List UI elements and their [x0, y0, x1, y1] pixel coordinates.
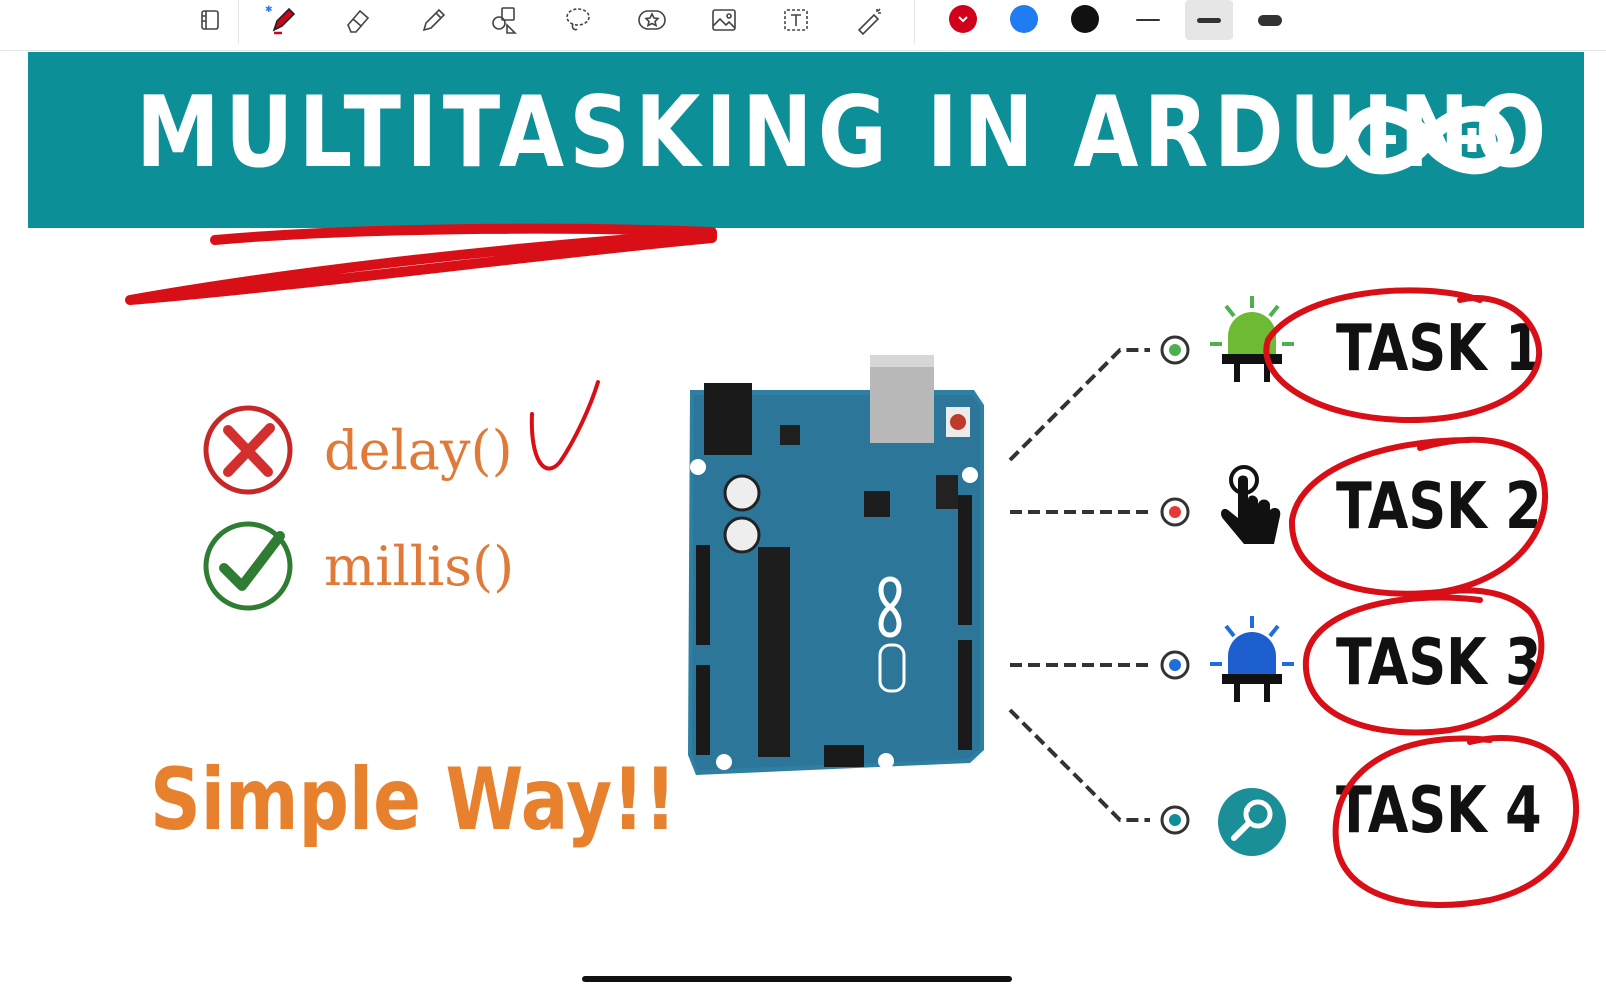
thickness-medium[interactable]: [1185, 0, 1233, 40]
thickness-thick[interactable]: [1246, 0, 1294, 40]
check-icon: [203, 521, 293, 611]
pen-icon[interactable]: ✱: [258, 0, 306, 40]
laser-pointer-icon[interactable]: [846, 0, 894, 40]
lasso-icon[interactable]: [554, 0, 602, 40]
slide-title: MULTITASKING IN ARDUINO: [136, 76, 1552, 190]
cross-icon: [203, 405, 293, 495]
title-banner: MULTITASKING IN ARDUINO: [28, 52, 1584, 228]
push-button-hand-icon: [1221, 465, 1281, 544]
eraser-icon[interactable]: [334, 0, 382, 40]
task-2-label: TASK 2: [1336, 470, 1542, 544]
text-icon[interactable]: [772, 0, 820, 40]
arduino-logo: [1341, 105, 1515, 175]
color-swatch-blue[interactable]: [1010, 5, 1038, 33]
sticker-icon[interactable]: [628, 0, 676, 40]
connector-lines: [1008, 335, 1190, 835]
color-swatch-red[interactable]: [944, 0, 982, 38]
home-indicator[interactable]: [582, 976, 1012, 982]
task-4-label: TASK 4: [1336, 774, 1542, 848]
sensor-icon: [1218, 788, 1286, 856]
simple-way-text: Simple Way!!: [150, 750, 677, 850]
image-icon[interactable]: [700, 0, 748, 40]
highlighter-icon[interactable]: [408, 0, 456, 40]
color-swatch-black[interactable]: [1071, 5, 1099, 33]
delay-row: delay(): [200, 402, 513, 498]
millis-label: millis(): [324, 534, 515, 598]
millis-row: millis(): [200, 518, 514, 614]
delay-label: delay(): [324, 418, 513, 482]
task-3-label: TASK 3: [1336, 626, 1542, 700]
pages-icon[interactable]: [186, 0, 234, 40]
blue-led-icon: [1210, 616, 1294, 702]
shapes-icon[interactable]: [480, 0, 528, 40]
green-led-icon: [1210, 296, 1294, 382]
drawing-toolbar: ✱: [0, 0, 1606, 51]
arduino-uno-board: [688, 355, 984, 775]
thickness-thin[interactable]: [1124, 0, 1172, 40]
svg-text:✱: ✱: [265, 5, 273, 15]
task-1-label: TASK 1: [1336, 312, 1542, 386]
